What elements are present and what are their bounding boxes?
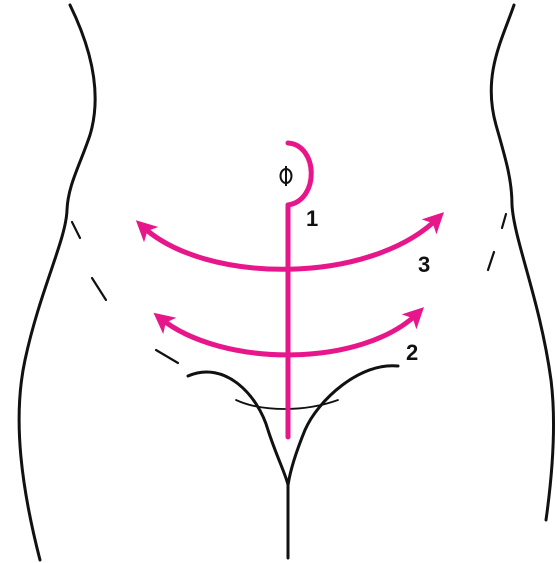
incision-1-midline <box>288 143 311 437</box>
incision-1-label: 1 <box>306 206 318 231</box>
incision-2-label: 2 <box>406 340 418 365</box>
hip-dash-right-upper <box>488 252 494 270</box>
umbilicus-icon <box>281 166 292 186</box>
hip-dash-right-side <box>502 214 506 228</box>
incision-3-label: 3 <box>418 252 430 277</box>
hip-dash-left-upper <box>92 278 106 300</box>
hip-dash-left-lower <box>156 350 178 363</box>
torso-left-outline <box>19 5 95 560</box>
thigh-crease-right <box>288 366 398 485</box>
thigh-crease-left <box>188 372 288 485</box>
hip-dash-left-side <box>72 222 80 238</box>
torso-right-outline <box>491 5 553 520</box>
